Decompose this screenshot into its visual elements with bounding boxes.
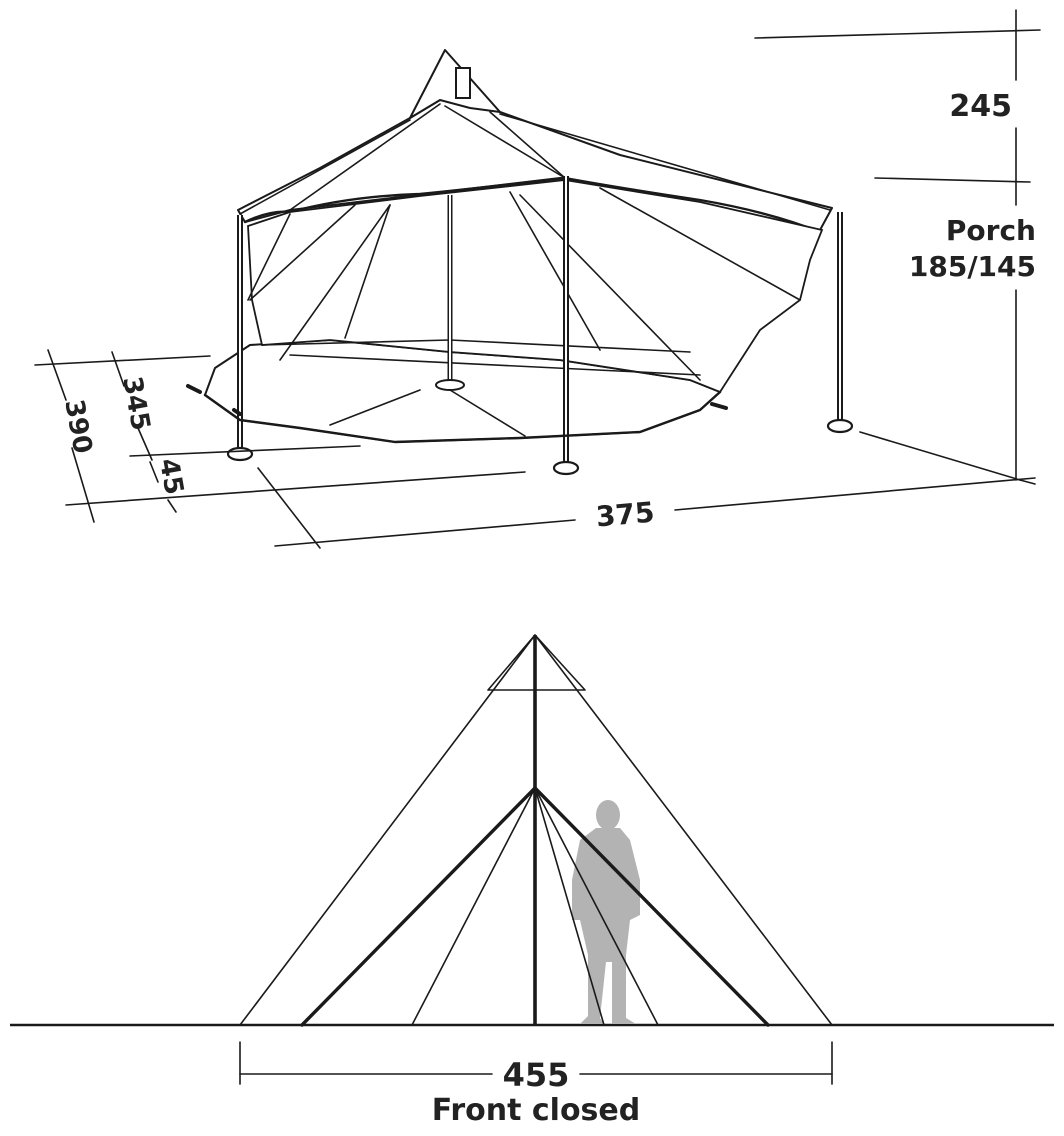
front-view-caption: Front closed — [432, 1093, 640, 1128]
porch-label: Porch — [946, 214, 1036, 247]
tent-front-view — [10, 634, 1054, 1085]
tent-perspective-view — [186, 49, 854, 476]
width-dimension-label: 375 — [595, 496, 656, 534]
tent-interior-lines — [247, 187, 801, 437]
tent-chimney-vent — [455, 67, 471, 99]
center-pole-base — [435, 379, 465, 391]
dimension-lines-top — [34, 9, 1041, 549]
height-dimension-label: 245 — [949, 89, 1012, 124]
depth-inner-label: 345 — [116, 374, 155, 433]
tent-pegs — [186, 384, 728, 416]
tent-floor-front-edge — [203, 390, 722, 444]
tent-inner-wall — [247, 179, 824, 394]
porch-height-label: 185/145 — [909, 250, 1036, 283]
roof-seams — [239, 103, 831, 215]
porch-depth-label: 45 — [153, 456, 189, 497]
front-width-label: 455 — [503, 1056, 570, 1094]
door-panel-lines — [411, 787, 659, 1026]
front-width-dimension — [239, 1041, 833, 1085]
depth-outer-label: 390 — [58, 397, 97, 456]
